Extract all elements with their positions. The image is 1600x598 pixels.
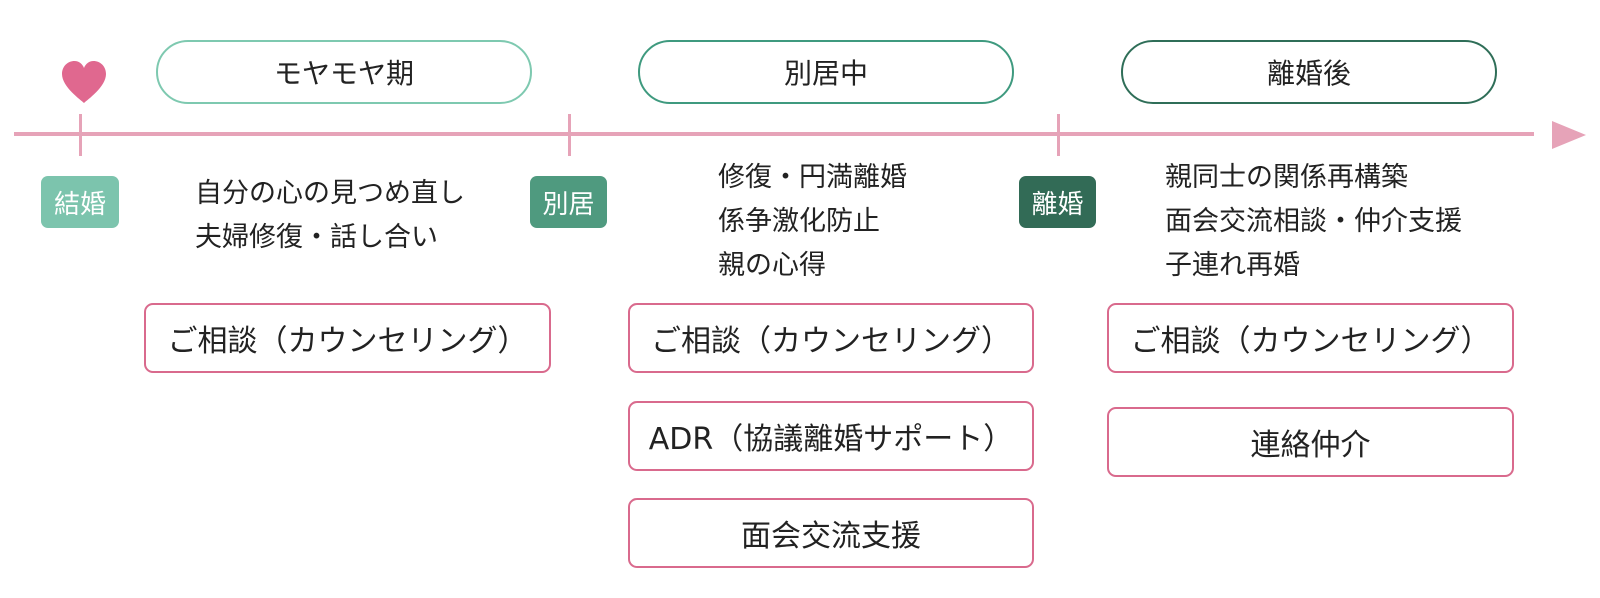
service-box[interactable]: ご相談（カウンセリング）	[628, 303, 1034, 373]
description-line: 親の心得	[718, 250, 826, 281]
description-line: 修復・円満離婚	[718, 162, 907, 193]
milestone-badge: 別居	[530, 176, 607, 228]
timeline-tick	[568, 114, 571, 156]
milestone-label: 結婚	[53, 189, 106, 220]
milestone-label: 離婚	[1031, 189, 1084, 220]
service-box[interactable]: ご相談（カウンセリング）	[1107, 303, 1514, 373]
timeline-tick	[79, 114, 82, 156]
phase-pill: 別居中	[638, 40, 1014, 104]
phase-label: 離婚後	[1266, 57, 1351, 90]
phase-description: 親同士の関係再構築 面会交流相談・仲介支援 子連れ再婚	[1165, 156, 1462, 288]
service-label: ご相談（カウンセリング）	[1130, 324, 1491, 359]
service-label: ご相談（カウンセリング）	[167, 324, 528, 359]
service-label: ご相談（カウンセリング）	[651, 324, 1011, 359]
description-line: 係争激化防止	[718, 206, 880, 237]
service-label: ADR（協議離婚サポート）	[648, 422, 1014, 457]
service-box[interactable]: 連絡仲介	[1107, 407, 1514, 477]
service-box[interactable]: 面会交流支援	[628, 498, 1034, 568]
description-line: 子連れ再婚	[1165, 250, 1300, 281]
phase-description: 修復・円満離婚 係争激化防止 親の心得	[718, 156, 907, 288]
timeline-tick	[1057, 114, 1060, 156]
phase-label: モヤモヤ期	[273, 57, 414, 90]
heart-icon	[62, 61, 106, 103]
milestone-badge: 結婚	[41, 176, 119, 228]
milestone-label: 別居	[542, 189, 595, 220]
phase-label: 別居中	[783, 57, 868, 90]
milestone-badge: 離婚	[1019, 176, 1096, 228]
phase-pill: 離婚後	[1121, 40, 1497, 104]
service-label: 面会交流支援	[741, 519, 921, 554]
timeline-axis	[14, 132, 1534, 136]
service-box[interactable]: ADR（協議離婚サポート）	[628, 401, 1034, 471]
arrow-right-icon	[1552, 121, 1586, 149]
phase-pill: モヤモヤ期	[156, 40, 532, 104]
description-line: 夫婦修復・話し合い	[195, 222, 438, 253]
description-line: 面会交流相談・仲介支援	[1165, 206, 1462, 237]
service-box[interactable]: ご相談（カウンセリング）	[144, 303, 551, 373]
phase-description: 自分の心の見つめ直し 夫婦修復・話し合い	[195, 172, 465, 260]
service-label: 連絡仲介	[1250, 428, 1371, 463]
description-line: 親同士の関係再構築	[1165, 162, 1408, 193]
description-line: 自分の心の見つめ直し	[195, 178, 465, 209]
